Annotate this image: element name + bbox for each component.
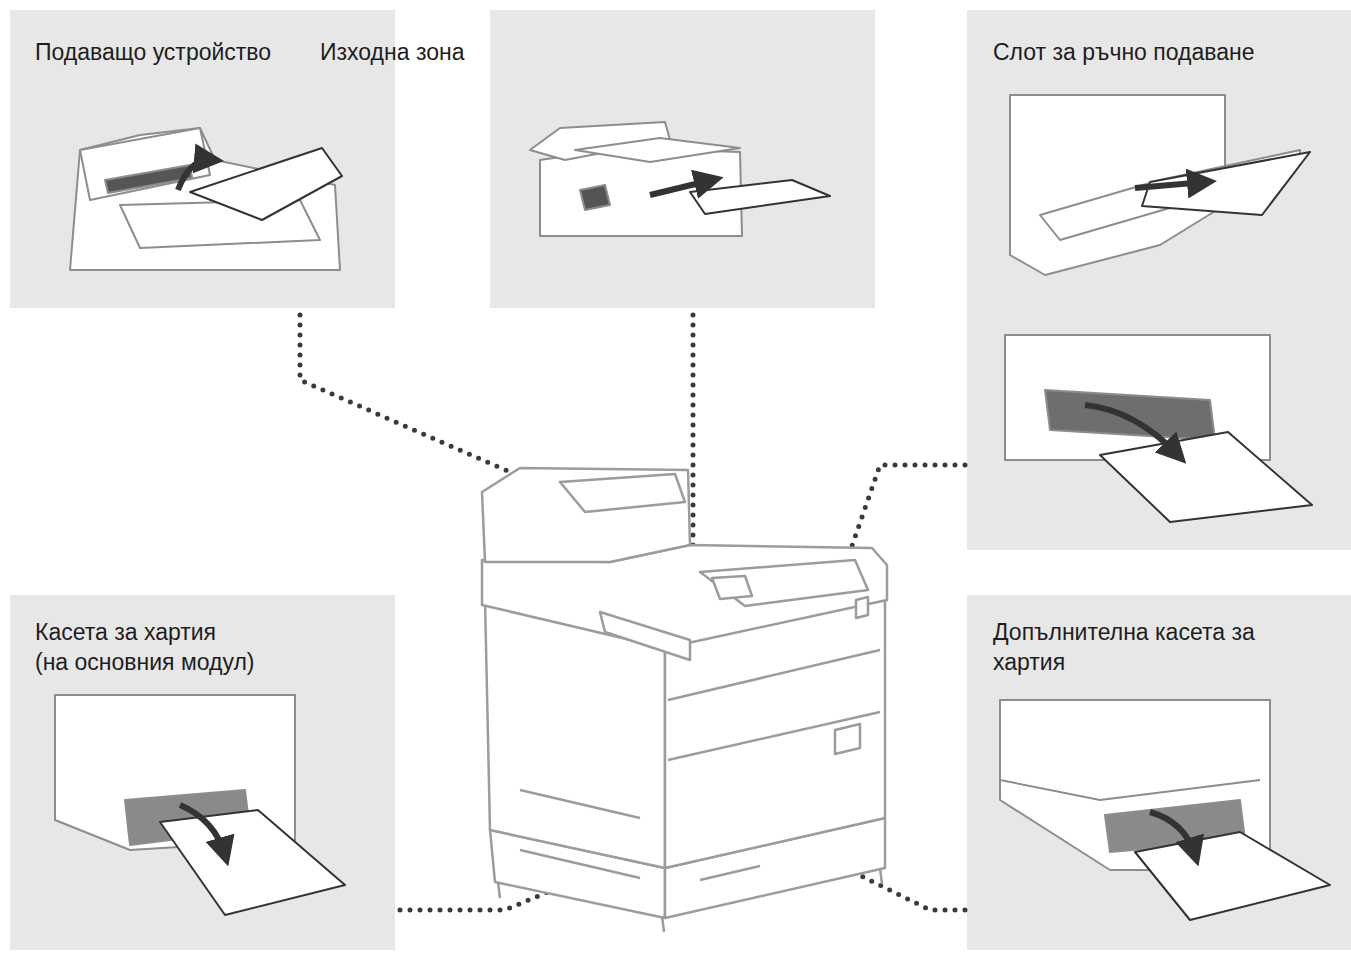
machine-outline [1005, 335, 1270, 460]
printer-side [485, 600, 665, 868]
panel-heading: Изходна зона [320, 37, 464, 67]
panel-heading: Подаващо устройство [35, 37, 271, 67]
printer-port [856, 597, 868, 618]
main-cassette-sketch [55, 695, 345, 915]
machine-outline [1000, 700, 1270, 870]
manual-tray [1040, 150, 1300, 240]
paper-sheet [1142, 152, 1310, 215]
leader-line [825, 858, 965, 910]
scanner-lid [530, 122, 670, 160]
machine-outline [70, 128, 340, 270]
printer-handle [520, 790, 760, 880]
printer-seam [668, 650, 880, 760]
leader-lines [300, 315, 965, 910]
leader-line [300, 315, 585, 505]
feeder-lid [80, 128, 210, 200]
printer-foot [498, 868, 882, 932]
printer-output-tray [600, 612, 690, 660]
output-roller [580, 185, 610, 210]
leader-line [691, 315, 696, 630]
manual-feed-sketch [1010, 95, 1310, 275]
scanner-glass [575, 138, 740, 162]
printer-control-panel [700, 560, 868, 606]
printer [482, 468, 887, 932]
printer-display [712, 576, 752, 599]
callout-panel: Касета за хартия (на основния модул) [10, 595, 395, 950]
pull-arrow [1135, 182, 1205, 188]
panel-heading: Допълнителна касета за хартия [993, 617, 1333, 677]
callout-panel: Допълнителна касета за хартия [967, 595, 1351, 950]
paper-sheet [160, 810, 345, 915]
cassette-slot [125, 790, 250, 845]
pull-arrow [650, 180, 712, 195]
pull-arrow [178, 160, 212, 190]
machine-outline [540, 148, 742, 236]
leader-line [400, 820, 720, 910]
machine-outline [55, 695, 295, 850]
pull-arrow [1150, 812, 1195, 855]
output-sketch [530, 122, 830, 236]
paper-sheet [1100, 432, 1312, 522]
module-seam [1000, 780, 1260, 800]
printer-adf [482, 468, 690, 562]
optional-cassette-sketch [1000, 700, 1330, 920]
printer-front [665, 590, 885, 868]
machine-outline [1010, 95, 1225, 275]
printer-scanner [482, 545, 887, 648]
cassette-slot [1105, 800, 1245, 852]
leader-line [790, 465, 965, 725]
feeder-tray [120, 200, 320, 248]
panel-heading: Касета за хартия (на основния модул) [35, 617, 355, 677]
printer-cassette-side [490, 830, 665, 918]
callout-panel: Слот за ръчно подаване [967, 10, 1351, 550]
paper-sheet [690, 180, 830, 214]
pull-arrow [1085, 405, 1178, 455]
paper-sheet [1135, 832, 1330, 920]
inner-drawer-sketch [1005, 335, 1312, 522]
printer-adf-tray [560, 474, 685, 512]
pull-arrow [180, 805, 225, 855]
printer-door-latch [835, 724, 860, 754]
feeder-sketch [70, 128, 342, 270]
feeder-roller [105, 165, 192, 193]
printer-cassette-front [665, 818, 885, 918]
callout-panel: Изходна зона [490, 10, 875, 308]
panel-heading: Слот за ръчно подаване [993, 37, 1254, 67]
drawer-unit [1045, 390, 1215, 440]
paper-sheet [190, 148, 342, 220]
